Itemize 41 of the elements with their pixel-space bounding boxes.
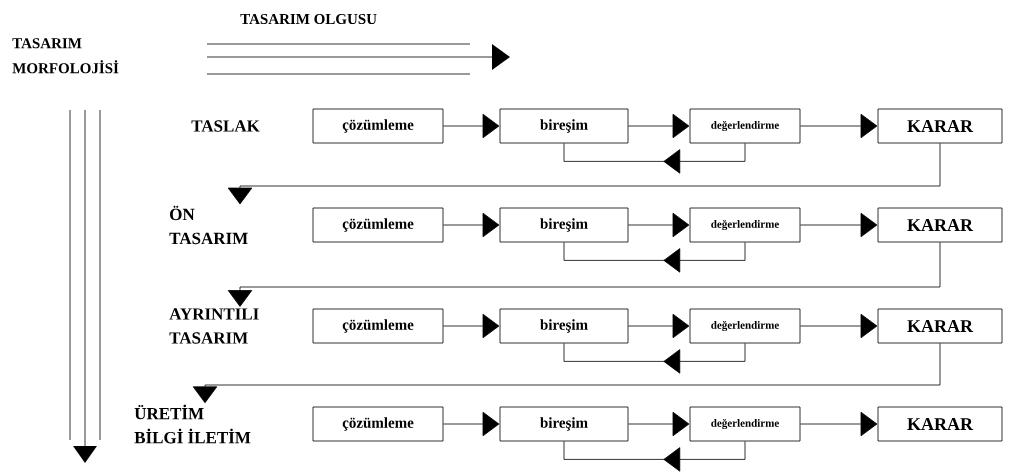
arrow	[628, 113, 690, 139]
direction-label: TASARIM OLGUSU	[240, 13, 377, 25]
arrow	[563, 343, 746, 374]
process-box: çözümleme	[312, 108, 444, 144]
process-box: çözümleme	[312, 207, 444, 243]
stage-label: ÖN TASARIM	[169, 205, 248, 245]
process-box: değerlendirme	[689, 308, 801, 344]
arrow	[628, 313, 690, 339]
arrow	[800, 313, 878, 339]
arrow	[192, 343, 941, 404]
arrow	[800, 411, 878, 437]
arrow	[563, 242, 746, 273]
process-box: bireşim	[499, 308, 629, 344]
arrow	[563, 143, 746, 174]
arrow	[443, 313, 500, 339]
process-box: bireşim	[499, 108, 629, 144]
arrow	[443, 212, 500, 238]
process-box: değerlendirme	[689, 406, 801, 442]
process-box: bireşim	[499, 207, 629, 243]
process-box: KARAR	[877, 207, 1003, 243]
process-box: KARAR	[877, 108, 1003, 144]
arrow	[227, 143, 941, 205]
process-box: değerlendirme	[689, 108, 801, 144]
stage-label: TASLAK	[191, 120, 260, 132]
stage-label: ÜRETİM BİLGİ İLETİM	[134, 404, 251, 444]
arrow	[227, 242, 941, 307]
process-box: KARAR	[877, 308, 1003, 344]
process-box: KARAR	[877, 406, 1003, 442]
stage-label: AYRINTILI TASARIM	[169, 308, 259, 344]
arrow	[563, 441, 746, 472]
arrow	[800, 113, 878, 139]
direction-label: TASARIM MORFOLOJİSİ	[12, 38, 119, 74]
process-box: çözümleme	[312, 308, 444, 344]
arrow	[628, 411, 690, 437]
arrow	[800, 212, 878, 238]
arrow	[628, 212, 690, 238]
process-box: çözümleme	[312, 406, 444, 442]
arrow	[443, 113, 500, 139]
arrow	[443, 411, 500, 437]
process-box: değerlendirme	[689, 207, 801, 243]
process-box: bireşim	[499, 406, 629, 442]
